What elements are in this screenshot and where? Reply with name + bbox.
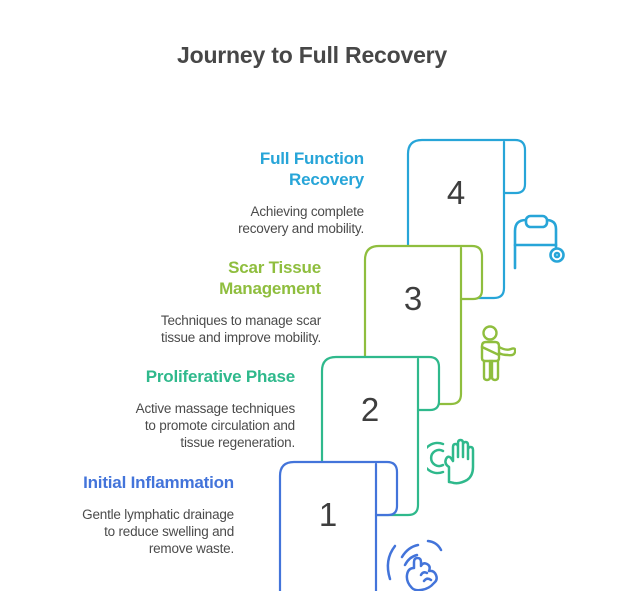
stage-4-title: Full Function Recovery — [259, 149, 364, 189]
stage-block-1: Initial Inflammation Gentle lymphatic dr… — [82, 472, 234, 557]
scroll-shape-step-1 — [278, 460, 399, 591]
hand-with-waves-icon — [427, 438, 475, 485]
stage-1-title: Initial Inflammation — [83, 473, 234, 492]
stage-block-2: Proliferative Phase Active massage techn… — [135, 366, 296, 451]
stage-2-description: Active massage techniques to promote cir… — [135, 401, 296, 450]
stage-1-description: Gentle lymphatic drainage to reduce swel… — [82, 507, 234, 556]
stage-4-description: Achieving complete recovery and mobility… — [238, 204, 364, 236]
step-number-1: 1 — [318, 496, 338, 533]
massage-hands-icon — [386, 539, 443, 591]
stage-3-title: Scar Tissue Management — [219, 258, 321, 298]
stage-3-description: Techniques to manage scar tissue and imp… — [160, 313, 321, 345]
person-arm-sling-icon — [480, 325, 516, 382]
page-title: Journey to Full Recovery — [177, 42, 447, 68]
step-number-4: 4 — [446, 174, 466, 211]
step-number-2: 2 — [360, 391, 380, 428]
step-number-3: 3 — [403, 280, 423, 317]
walker-icon — [513, 214, 565, 270]
stage-block-3: Scar Tissue Management Techniques to man… — [161, 257, 321, 346]
stage-block-4: Full Function Recovery Achieving complet… — [238, 148, 364, 237]
stage-2-title: Proliferative Phase — [145, 367, 295, 386]
